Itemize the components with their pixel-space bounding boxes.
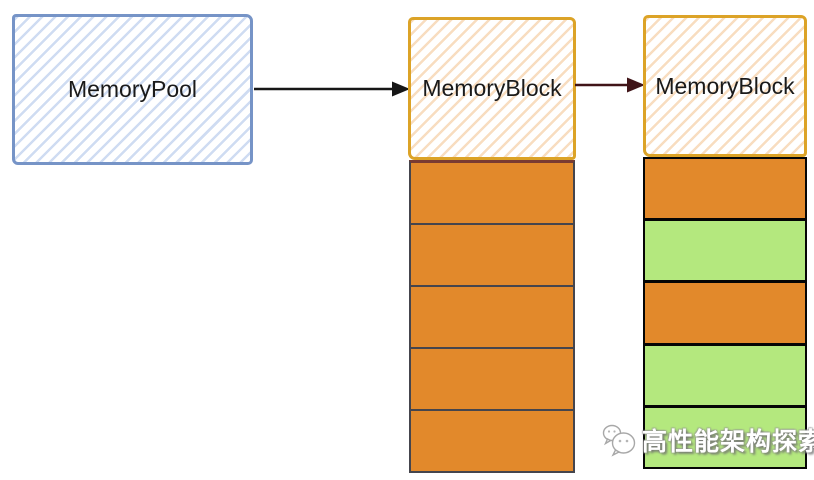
memory-block-1-cells — [409, 160, 575, 473]
chat-bubbles-icon — [602, 424, 636, 457]
memory-block-2-header: MemoryBlock — [643, 15, 807, 157]
memory-pool-box: MemoryPool — [12, 14, 253, 165]
arrow-block1-to-block2-icon — [575, 77, 645, 93]
memory-cell-green — [645, 404, 805, 468]
memory-block-1-header: MemoryBlock — [408, 17, 576, 160]
watermark: 高性能架构探索 — [601, 421, 814, 459]
memory-cell-orange — [411, 285, 573, 347]
memory-cell-green — [645, 218, 805, 281]
memory-cell-orange — [411, 223, 573, 285]
memory-cell-orange — [411, 347, 573, 409]
memory-cell-orange — [411, 163, 573, 223]
memory-block-2-cells — [643, 157, 807, 469]
memory-block-1-label: MemoryBlock — [422, 75, 562, 101]
memory-cell-green — [645, 342, 805, 405]
arrow-pool-to-block1-icon — [254, 81, 410, 97]
watermark-text: 高性能架构探索 — [642, 428, 814, 456]
memory-block-2-label: MemoryBlock — [655, 72, 795, 99]
memory-cell-orange — [411, 409, 573, 471]
memory-cell-orange — [645, 159, 805, 219]
memory-pool-label: MemoryPool — [67, 76, 198, 102]
memory-cell-orange — [645, 280, 805, 343]
